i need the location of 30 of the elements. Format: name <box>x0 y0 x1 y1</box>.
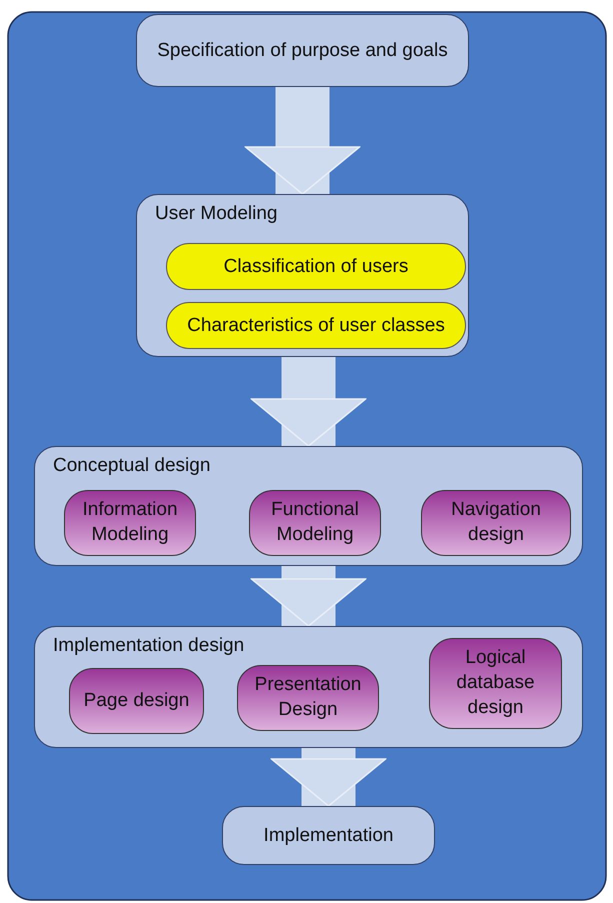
box-label: Logical database design <box>455 646 536 720</box>
box-label: Characteristics of user classes <box>187 314 445 336</box>
group-title: User Modeling <box>155 203 278 225</box>
group-box <box>34 626 583 748</box>
block-arrow <box>250 566 366 627</box>
box-label: Navigation design <box>450 498 542 547</box>
box-label: Information Modeling <box>81 498 179 547</box>
process-box <box>222 806 435 865</box>
subprocess-box <box>64 490 196 556</box>
box-label: Page design <box>84 688 190 713</box>
group-title: Implementation design <box>53 635 244 657</box>
block-arrow <box>244 87 360 195</box>
subprocess-box <box>249 490 381 556</box>
subprocess-box <box>429 638 562 729</box>
box-label: Presentation Design <box>254 673 362 722</box>
subprocess-box <box>166 302 466 349</box>
box-label: Specification of purpose and goals <box>157 40 448 62</box>
group-box <box>34 446 583 566</box>
subprocess-box <box>421 490 571 556</box>
subprocess-box <box>166 243 466 290</box>
block-arrow <box>270 748 386 807</box>
box-label: Classification of users <box>224 256 408 278</box>
box-label: Functional Modeling <box>270 498 360 547</box>
group-box <box>136 194 469 357</box>
group-title: Conceptual design <box>53 455 210 477</box>
box-label: Implementation <box>264 824 394 846</box>
subprocess-box <box>69 668 204 734</box>
subprocess-box <box>237 665 379 731</box>
process-box <box>136 14 469 87</box>
block-arrow <box>250 357 366 447</box>
